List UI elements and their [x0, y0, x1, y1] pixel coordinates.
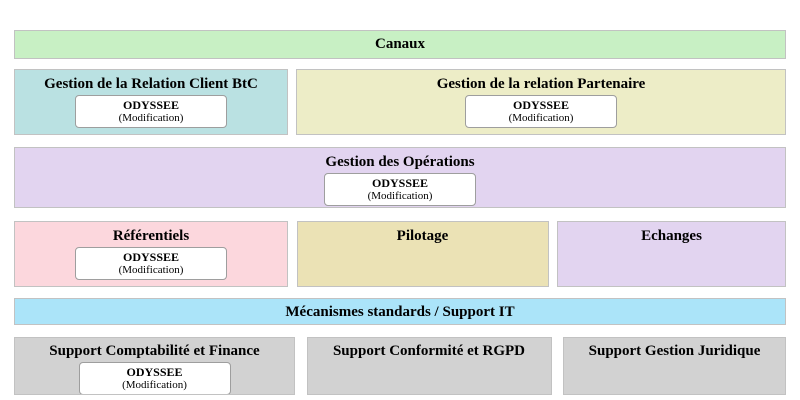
row-referentiels-pilotage-echanges: Référentiels ODYSSEE (Modification) Pilo…: [14, 221, 786, 287]
block-referentiels-title: Référentiels: [112, 228, 190, 244]
block-operations: Gestion des Opérations ODYSSEE (Modifica…: [14, 147, 786, 208]
block-support-it: Mécanismes standards / Support IT: [14, 298, 786, 325]
block-canaux-title: Canaux: [374, 36, 426, 52]
odyssee-app-box: ODYSSEE (Modification): [465, 95, 617, 128]
block-support-juridique: Support Gestion Juridique: [563, 337, 786, 395]
app-qualifier: (Modification): [508, 112, 574, 124]
app-qualifier: (Modification): [367, 190, 433, 202]
app-qualifier: (Modification): [118, 264, 184, 276]
block-support-juridique-title: Support Gestion Juridique: [588, 343, 761, 359]
odyssee-app-box: ODYSSEE (Modification): [324, 173, 476, 206]
app-name: ODYSSEE: [122, 250, 180, 264]
block-support-conformite: Support Conformité et RGPD: [306, 337, 552, 395]
block-support-comptabilite-title: Support Comptabilité et Finance: [49, 343, 260, 359]
app-qualifier: (Modification): [118, 112, 184, 124]
row-supports: Support Comptabilité et Finance ODYSSEE …: [14, 337, 786, 395]
block-support-conformite-title: Support Conformité et RGPD: [332, 343, 526, 359]
block-pilotage-title: Pilotage: [396, 228, 449, 244]
app-name: ODYSSEE: [126, 365, 183, 379]
block-relation-client-btc: Gestion de la Relation Client BtC ODYSSE…: [14, 69, 288, 135]
block-referentiels: Référentiels ODYSSEE (Modification): [14, 221, 288, 287]
block-operations-title: Gestion des Opérations: [325, 154, 475, 170]
odyssee-app-box: ODYSSEE (Modification): [78, 362, 231, 394]
block-support-it-title: Mécanismes standards / Support IT: [285, 304, 515, 320]
row-relations: Gestion de la Relation Client BtC ODYSSE…: [14, 69, 786, 135]
app-qualifier: (Modification): [122, 379, 187, 391]
block-canaux: Canaux: [14, 30, 786, 59]
odyssee-app-box: ODYSSEE (Modification): [75, 95, 227, 128]
block-support-comptabilite: Support Comptabilité et Finance ODYSSEE …: [14, 337, 295, 395]
app-name: ODYSSEE: [122, 98, 180, 112]
block-relation-partenaire-title: Gestion de la relation Partenaire: [436, 76, 646, 92]
app-name: ODYSSEE: [512, 98, 570, 112]
row-support-it: Mécanismes standards / Support IT: [14, 298, 786, 325]
row-operations: Gestion des Opérations ODYSSEE (Modifica…: [14, 147, 786, 208]
block-pilotage: Pilotage: [296, 221, 549, 287]
block-relation-client-btc-title: Gestion de la Relation Client BtC: [44, 76, 258, 92]
block-echanges: Echanges: [557, 221, 786, 287]
odyssee-app-box: ODYSSEE (Modification): [75, 247, 227, 280]
block-relation-partenaire: Gestion de la relation Partenaire ODYSSE…: [296, 69, 786, 135]
row-canaux: Canaux: [14, 30, 786, 59]
block-echanges-title: Echanges: [641, 228, 702, 244]
app-name: ODYSSEE: [371, 176, 429, 190]
